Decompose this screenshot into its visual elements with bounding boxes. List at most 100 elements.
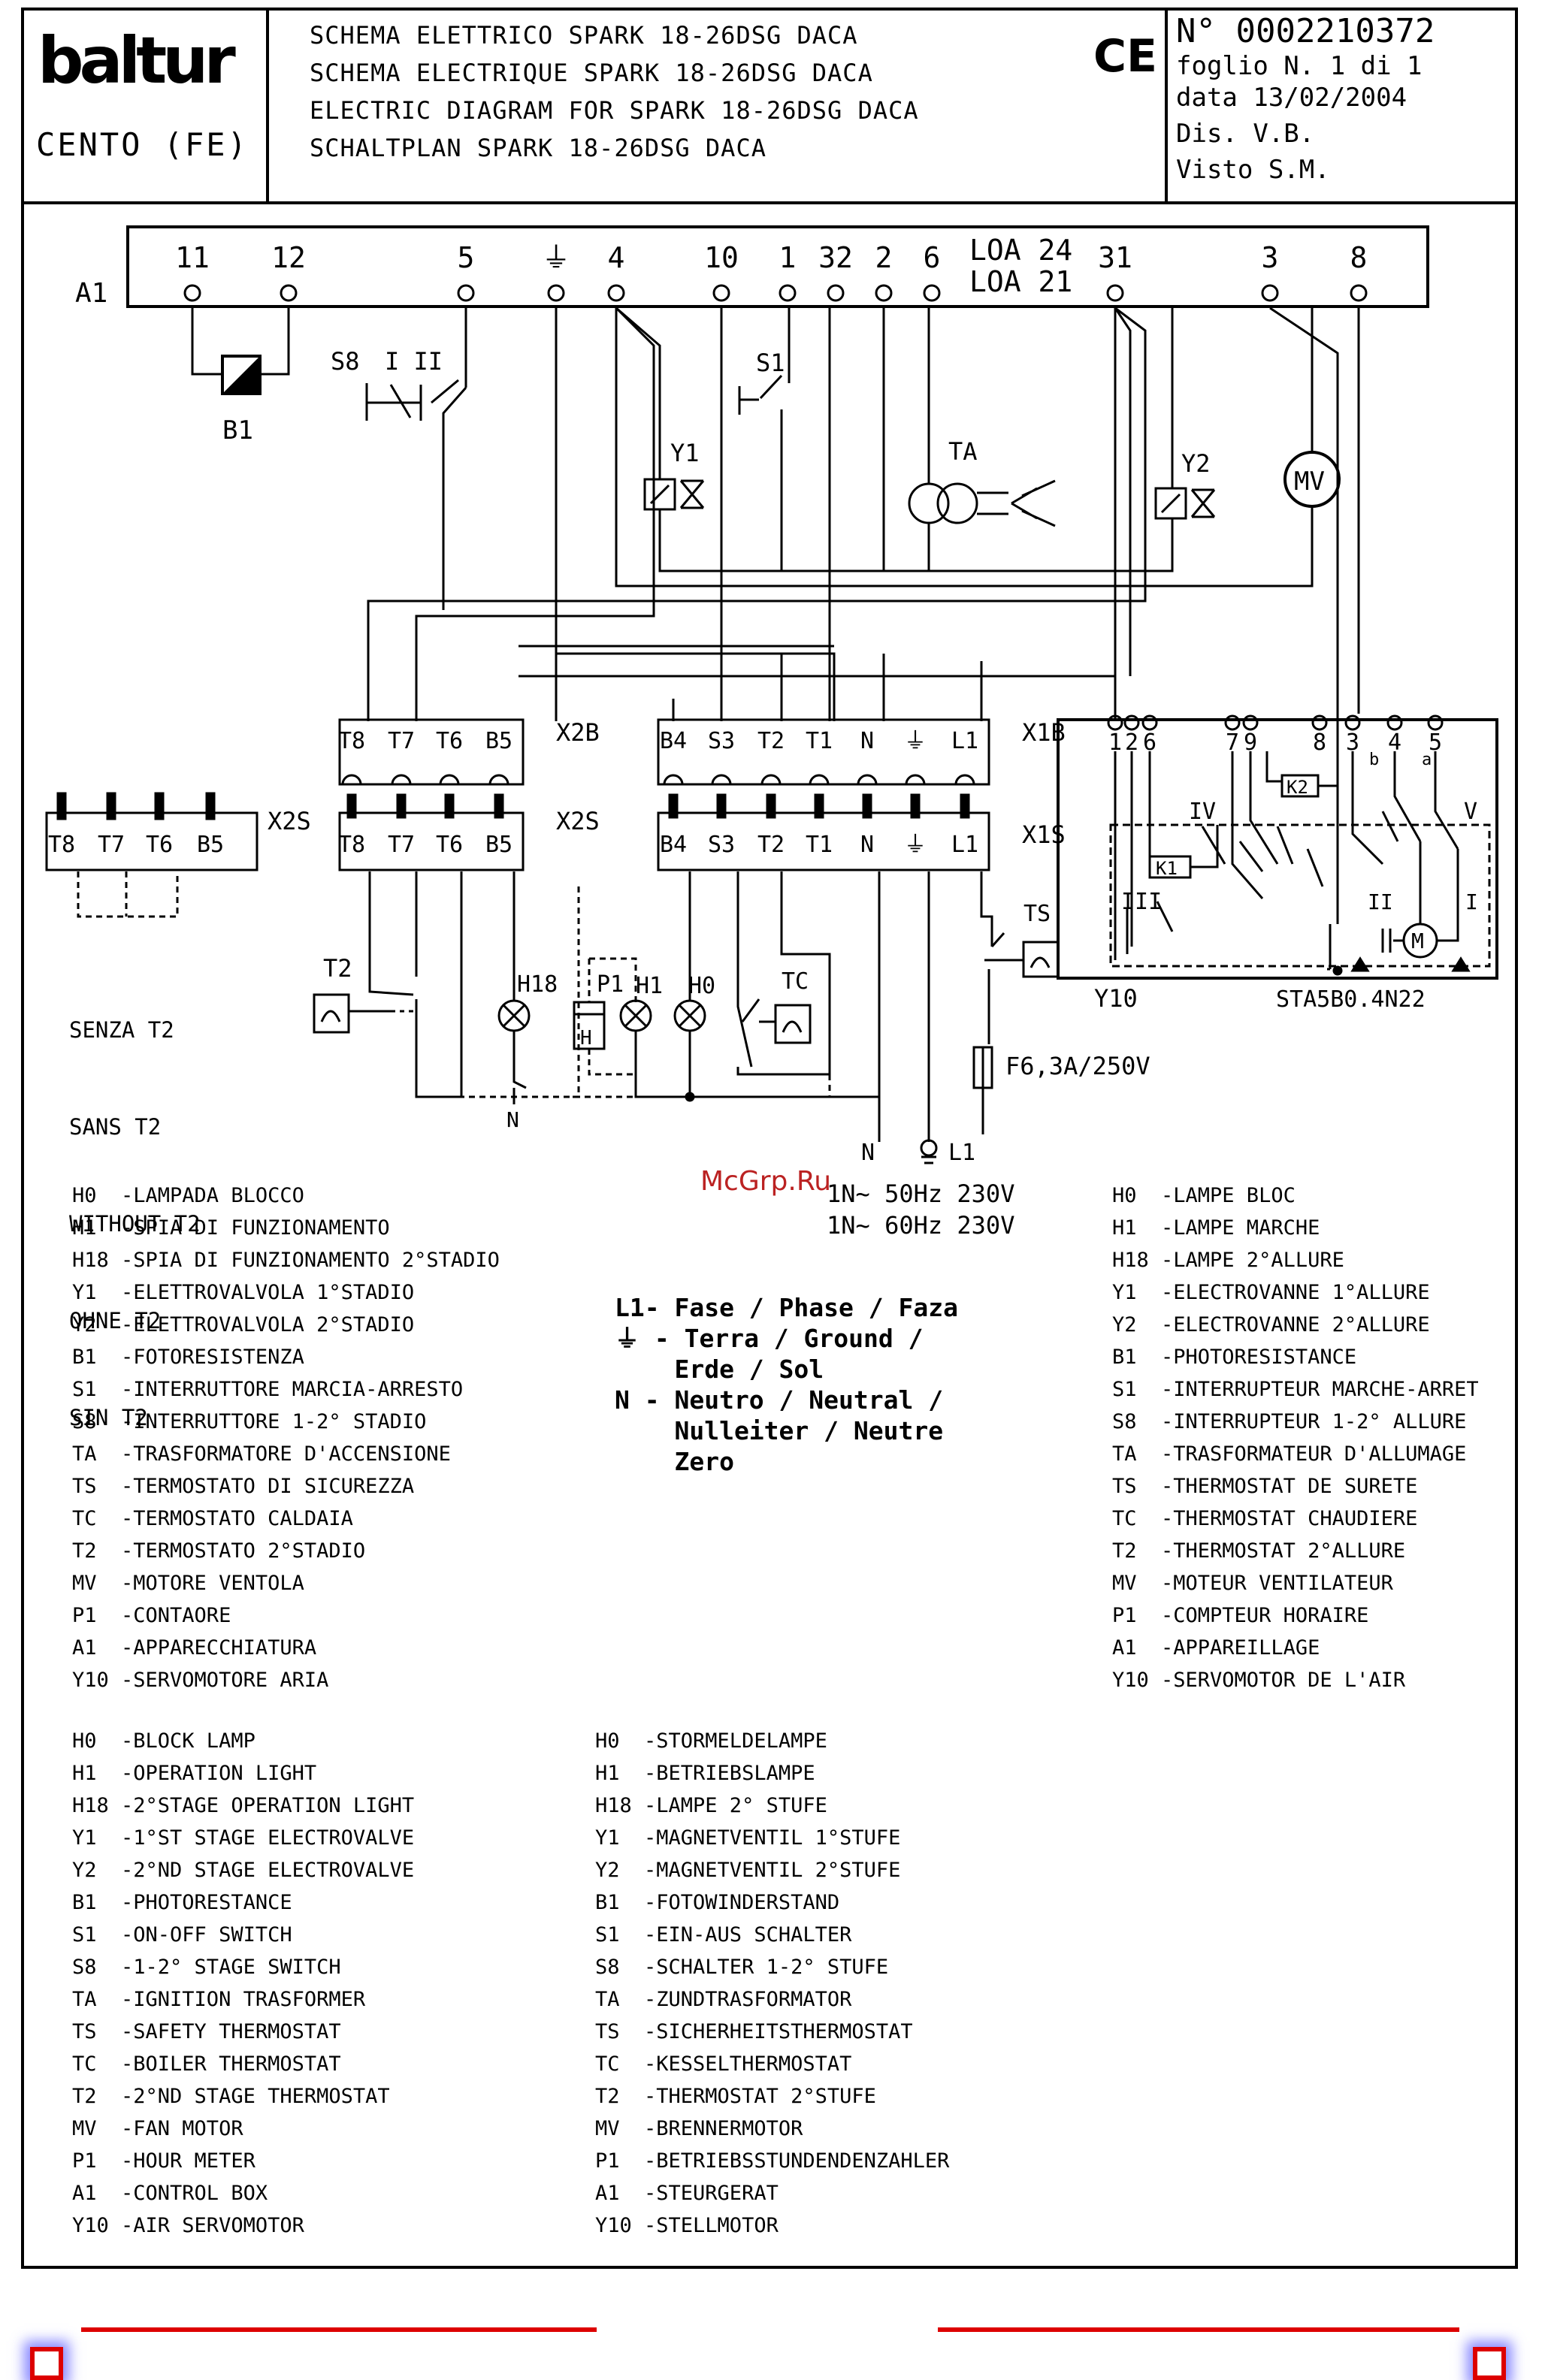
supply-l1: L1 [948,1140,975,1166]
legend-en-row-10: TC -BOILER THERMOSTAT [72,2052,341,2076]
corner-marker-right[interactable] [1473,2347,1506,2380]
legend-fr-row-14: A1 -APPAREILLAGE [1112,1636,1320,1660]
h0-label: H0 [688,973,715,999]
connector-x2s [338,811,525,871]
a1-terminal-label-5: 10 [704,241,739,274]
a1-terminal-label-3: ⏚ [542,241,570,274]
x1b-socket-0 [663,774,684,785]
title-fr: SCHEMA ELECTRIQUE SPARK 18-26DSG DACA [310,59,873,87]
x2s-plug-pin-0 [56,792,67,820]
document-date: data 13/02/2004 [1176,83,1407,113]
x2s-plug-pin-1 [106,792,116,820]
servo-terminal-label-7: 4 [1388,729,1401,756]
x2s-plug-pin-3 [205,792,216,820]
legend-it-row-15: Y10 -SERVOMOTORE ARIA [72,1669,329,1692]
relay-k1-label: K1 [1156,858,1178,879]
x2b-socket-3 [488,774,509,785]
servo-roman-v: V [1464,799,1477,825]
x1s-pin-label-3: T1 [806,832,833,858]
servo-terminal-6 [1344,714,1361,731]
connector-x2s-standalone [45,811,259,871]
corner-marker-left[interactable] [30,2347,63,2380]
a1-terminal-label-1: 12 [271,241,306,274]
legend-en-row-12: MV -FAN MOTOR [72,2117,243,2140]
loa21-label: LOA 21 [969,265,1072,298]
legend-fr-row-11: T2 -THERMOSTAT 2°ALLURE [1112,1539,1406,1563]
legend-en-row-5: B1 -PHOTORESTANCE [72,1891,292,1914]
s8-positions: I II [385,347,443,376]
x2s-pin-1 [396,793,407,819]
servo-motor-label: M [1411,929,1424,953]
a1-terminal-label-6: 1 [779,241,797,274]
x2s-pin-3 [494,793,504,819]
x1s-pin-2 [766,793,776,819]
legend-de-row-13: P1 -BETRIEBSSTUNDENDENZAHLER [595,2149,950,2173]
legend-en-row-11: T2 -2°ND STAGE THERMOSTAT [72,2085,390,2108]
legend-it-row-4: Y2 -ELETTROVALVOLA 2°STADIO [72,1313,415,1336]
x1s-pin-label-4: N [860,832,874,858]
sheet-number: foglio N. 1 di 1 [1176,51,1423,81]
legend-it-row-7: S8 -INTERRUTTORE 1-2° STADIO [72,1410,427,1433]
legend-fr-row-10: TC -THERMOSTAT CHAUDIERE [1112,1507,1418,1530]
a1-terminal-label-7: 32 [818,241,853,274]
servo-terminal-label-5: 8 [1313,729,1326,756]
x2s-plug-pin-label-0: T8 [48,832,75,858]
legend-it-row-12: MV -MOTORE VENTOLA [72,1572,304,1595]
legend-de-row-2: H18 -LAMPE 2° STUFE [595,1794,827,1817]
servomotor-inner [1109,823,1491,968]
x1b-pin-label-5: ⏚ [904,728,927,754]
legend-it-row-3: Y1 -ELETTROVALVOLA 1°STADIO [72,1281,415,1304]
y1-label: Y1 [670,439,700,467]
control-box-a1 [126,225,1429,308]
x1s-pin-6 [960,793,970,819]
without-t2-en: WITHOUT T2 [69,1211,201,1237]
x2s-pin-0 [346,793,357,819]
legend-en-row-4: Y2 -2°ND STAGE ELECTROVALVE [72,1859,415,1882]
phase-legend-row-5: Zero [615,1447,734,1476]
legend-en-row-2: H18 -2°STAGE OPERATION LIGHT [72,1794,415,1817]
h18-neutral: N [506,1107,519,1132]
servo-terminal-label-6: 3 [1346,729,1359,756]
a1-terminal-label-2: 5 [458,241,475,274]
servo-roman-i: I [1465,889,1478,914]
servo-terminal-label-4: 9 [1244,729,1257,756]
x1s-pin-label-2: T2 [757,832,785,858]
without-t2-de: OHNE T2 [69,1308,162,1333]
supply-50hz: 1N~ 50Hz 230V [827,1179,1014,1208]
x2s-plug-pin-label-2: T6 [146,832,173,858]
t2-label: T2 [323,954,352,983]
without-t2-fr: SANS T2 [69,1114,162,1140]
s1-label: S1 [756,349,785,377]
x2b-socket-2 [439,774,460,785]
legend-it-row-10: TC -TERMOSTATO CALDAIA [72,1507,353,1530]
phase-legend-row-4: Nulleiter / Neutre [615,1416,944,1445]
x1s-pin-0 [668,793,679,819]
x1s-pin-1 [716,793,727,819]
legend-fr-row-5: B1 -PHOTORESISTANCE [1112,1346,1357,1369]
x2s-pin-label-3: B5 [485,832,512,858]
title-divider-2 [1165,8,1168,204]
servo-small-a: a [1422,751,1432,769]
x1b-socket-4 [857,774,878,785]
h1-label: H1 [636,973,663,999]
a1-terminal-label-11: 3 [1262,241,1279,274]
servo-terminal-label-8: 5 [1429,729,1442,756]
legend-fr-row-7: S8 -INTERRUPTEUR 1-2° ALLURE [1112,1410,1467,1433]
legend-it-row-6: S1 -INTERRUTTORE MARCIA-ARRESTO [72,1378,464,1401]
legend-en-row-13: P1 -HOUR METER [72,2149,255,2173]
x2s-plug-pin-label-3: B5 [197,832,224,858]
servo-terminal-label-2: 6 [1143,729,1156,756]
legend-de-row-11: T2 -THERMOSTAT 2°STUFE [595,2085,876,2108]
loa24-label: LOA 24 [969,234,1072,267]
a1-terminal-9 [923,284,941,302]
a1-terminal-5 [712,284,730,302]
legend-it-row-14: A1 -APPARECCHIATURA [72,1636,317,1660]
x2s-pin-label-1: T7 [388,832,415,858]
legend-fr-row-0: H0 -LAMPE BLOC [1112,1184,1296,1207]
legend-en-row-14: A1 -CONTROL BOX [72,2182,268,2205]
servo-small-b: b [1369,751,1379,769]
